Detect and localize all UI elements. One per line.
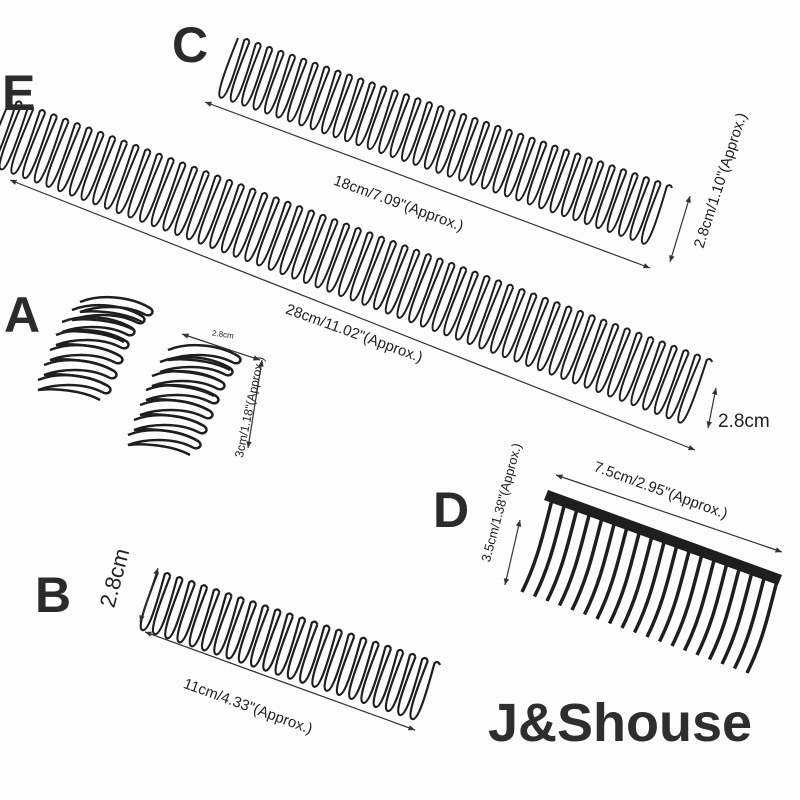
d-width-arrow — [555, 474, 783, 553]
label-e: E — [2, 65, 36, 121]
d-height-arrow-head — [503, 578, 510, 585]
a-width-arrow-head — [182, 333, 189, 339]
u-pin — [145, 384, 220, 412]
a-height-arrow-head — [246, 441, 252, 448]
c-height-arrow-head — [669, 255, 675, 262]
comb-d-tooth — [582, 522, 617, 616]
c-height-arrow-head — [685, 196, 691, 203]
e-length-arrow-head — [688, 445, 695, 451]
comb-d-tooth — [520, 499, 554, 593]
u-pin — [55, 329, 130, 357]
comb-d-tooth — [732, 576, 767, 670]
u-pin — [61, 316, 136, 344]
comb-d-spine — [544, 490, 782, 585]
u-pin — [49, 344, 124, 372]
comb-d-tooth — [657, 549, 692, 643]
u-pin — [167, 344, 242, 372]
e-length-arrow — [9, 179, 696, 451]
comb-d-tooth — [632, 540, 667, 634]
comb-d-tooth — [745, 580, 779, 674]
u-pin — [79, 296, 154, 324]
u-pin — [139, 399, 214, 427]
b-length-arrow — [144, 631, 416, 731]
d-height-arrow-head — [515, 520, 522, 527]
e-height-label: 2.8cm — [718, 411, 770, 432]
comb-d-tooth — [595, 526, 629, 620]
label-c: C — [172, 17, 209, 73]
u-pin — [159, 356, 234, 384]
label-a: A — [4, 287, 41, 343]
a-height-arrow — [247, 359, 263, 449]
comb-d-tooth — [720, 571, 754, 665]
comb-d-tooth — [620, 535, 654, 629]
comb-d-tooth — [557, 513, 592, 607]
d-height-arrow — [504, 519, 521, 586]
b-length-arrow-head — [408, 725, 415, 731]
c-length-arrow-head — [643, 263, 650, 269]
comb-d-tooth — [545, 508, 579, 602]
label-d: D — [433, 482, 470, 538]
b-height-arrow-head — [139, 615, 145, 622]
d-width-arrow-head — [556, 474, 563, 480]
comb-d-tooth — [645, 544, 679, 638]
comb-d-tooth — [570, 517, 604, 611]
comb-d-tooth — [707, 567, 742, 661]
comb-d-tooth — [682, 558, 717, 652]
a-width-arrow — [181, 333, 261, 361]
b-length-arrow-head — [145, 631, 152, 637]
u-pin — [151, 370, 226, 398]
comb-d-tooth — [532, 504, 567, 598]
u-pin — [37, 374, 112, 402]
d-width-arrow-head — [775, 547, 782, 553]
comb-e — [0, 99, 713, 424]
b-height-arrow-head — [153, 568, 159, 575]
e-height-arrow-head — [712, 388, 718, 395]
brand-watermark: J&Shouse — [488, 693, 753, 753]
e-height-arrow — [707, 387, 717, 429]
comb-d-tooth — [695, 562, 729, 656]
a-width-arrow-head — [253, 355, 260, 361]
comb-c — [218, 37, 673, 245]
comb-b — [139, 571, 442, 721]
e-length-arrow-head — [10, 179, 17, 185]
comb-d-tooth — [670, 553, 704, 647]
b-height-arrow — [139, 567, 159, 623]
u-pin — [43, 359, 118, 387]
c-height-arrow — [669, 195, 691, 263]
c-length-arrow — [204, 101, 651, 269]
e-height-arrow-head — [706, 421, 712, 428]
u-pin — [127, 429, 202, 457]
label-b: B — [35, 567, 72, 623]
comb-d-tooth — [607, 531, 642, 625]
a-height-arrow-head — [258, 360, 264, 367]
u-pin — [133, 414, 208, 442]
c-length-arrow-head — [205, 101, 212, 107]
